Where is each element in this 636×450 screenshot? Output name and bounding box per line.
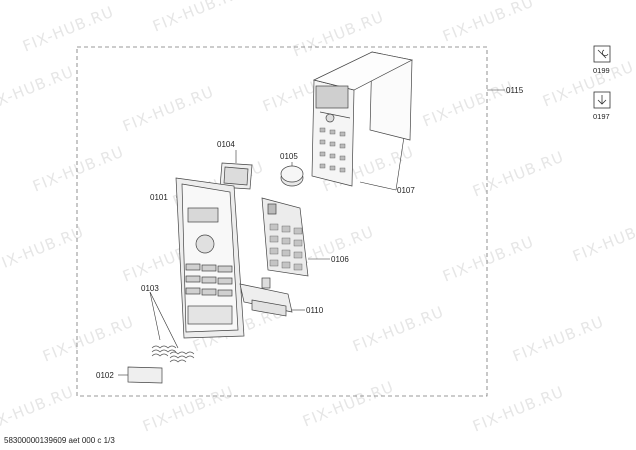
cover-0102 [127,366,163,384]
latch-0110 [239,277,293,317]
control-board-0107 [311,51,414,187]
repair-code-label: 0199 [593,66,610,75]
part-label-0105: 0105 [280,152,298,161]
display-window-0104 [219,162,253,190]
side-icons [593,45,611,109]
download-code-label: 0197 [593,112,610,121]
springs-0103 [151,345,195,363]
document-footer: 58300000139609 aet 000 c 1/3 [4,436,115,445]
control-panel-0101 [175,177,245,339]
part-label-0107: 0107 [397,186,415,195]
knob-0105 [280,165,304,187]
keypad-0106 [261,197,309,277]
leader-lines [118,89,505,376]
part-label-0102: 0102 [96,371,114,380]
part-label-0103: 0103 [141,284,159,293]
part-label-0115: 0115 [506,86,524,95]
download-arrow-icon[interactable] [594,92,610,108]
part-label-0101: 0101 [150,193,168,202]
wrench-service-icon[interactable] [594,46,610,62]
assembly-frame [76,46,488,397]
part-label-0106: 0106 [331,255,349,264]
part-label-0104: 0104 [217,140,235,149]
part-label-0110: 0110 [306,306,324,315]
